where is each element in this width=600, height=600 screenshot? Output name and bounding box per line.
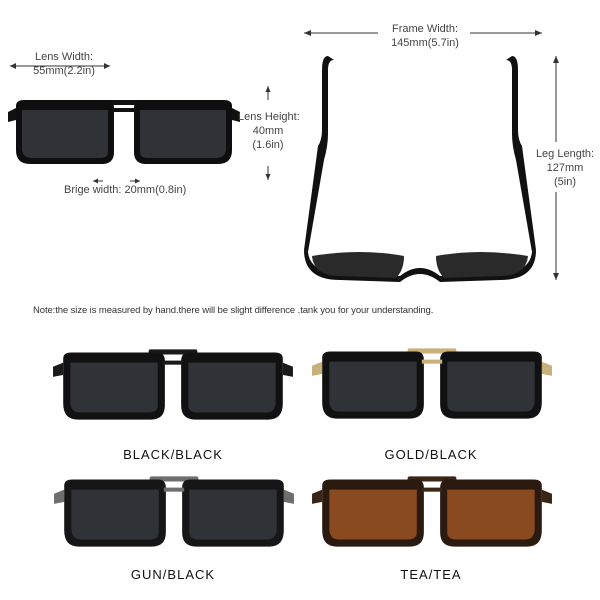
leg-length-title: Leg Length: <box>535 148 595 160</box>
lens-height-title: Lens Height: <box>238 111 300 123</box>
leg-length-in: (5in) <box>553 176 576 188</box>
leg-length-mm: 127mm <box>546 162 584 174</box>
leg-length-label: Leg Length: 127mm (5in) <box>534 147 596 189</box>
measurement-note: Note:the size is measured by hand.there … <box>33 305 434 316</box>
lens-width-value: 55mm(2.2in) <box>33 65 95 77</box>
variant-label-tea-tea: TEA/TEA <box>400 567 462 582</box>
variant-glasses-black-black <box>53 349 293 420</box>
lens-width-title: Lens Width: <box>34 51 94 63</box>
frame-width-value: 145mm(5.7in) <box>391 37 459 49</box>
lens-height-in: (1.6in) <box>252 139 284 151</box>
front-view-glasses <box>8 100 240 164</box>
variant-glasses-gold-black <box>312 348 552 419</box>
variant-label-black-black: BLACK/BLACK <box>123 447 223 462</box>
variant-label-gold-black: GOLD/BLACK <box>384 447 478 462</box>
lens-width-label: Lens Width: 55mm(2.2in) <box>14 50 114 78</box>
frame-width-label: Frame Width: 145mm(5.7in) <box>370 22 480 50</box>
lens-height-mm: 40mm <box>252 125 284 137</box>
variant-label-gun-black: GUN/BLACK <box>130 567 216 582</box>
variant-glasses-gun-black <box>54 476 294 547</box>
lens-height-label: Lens Height: 40mm (1.6in) <box>238 110 300 152</box>
top-view-glasses <box>304 56 536 282</box>
variant-glasses-tea-tea <box>312 476 552 547</box>
frame-width-title: Frame Width: <box>391 23 458 35</box>
bridge-width-label: Brige width: 20mm(0.8in) <box>64 184 187 196</box>
